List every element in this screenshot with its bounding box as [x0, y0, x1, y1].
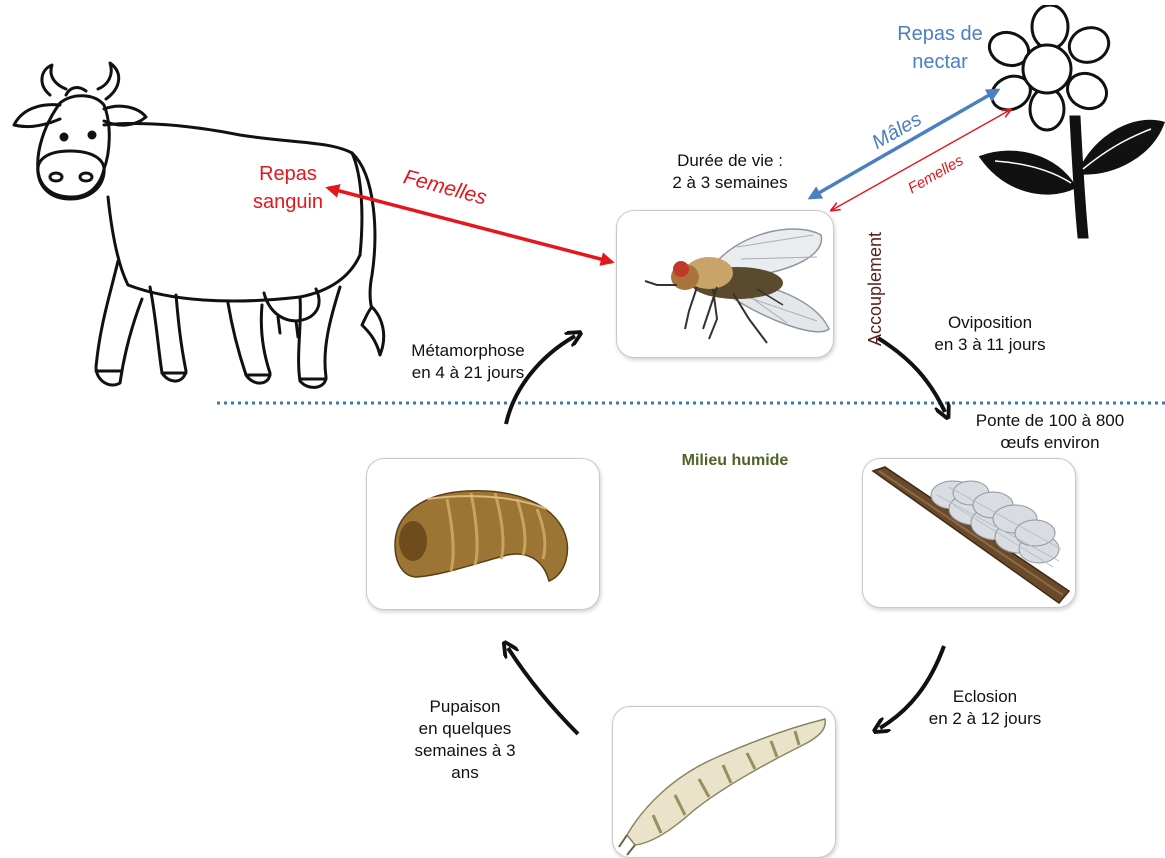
oviposition-label: Oviposition en 3 à 11 jours	[910, 312, 1070, 356]
hatching-label: Eclosion en 2 à 12 jours	[900, 686, 1070, 730]
lifespan-label: Durée de vie : 2 à 3 semaines	[650, 150, 810, 194]
adult-fly-image	[617, 211, 833, 357]
eggs-image	[863, 459, 1075, 607]
pupa-card	[366, 458, 600, 610]
pupa-image	[367, 459, 599, 609]
laying-label: Ponte de 100 à 800 œufs environ	[950, 410, 1150, 454]
metamorphosis-label: Métamorphose en 4 à 21 jours	[378, 340, 558, 384]
wet-environment-label: Milieu humide	[640, 450, 830, 472]
larva-card	[612, 706, 836, 858]
pupation-label: Pupaison en quelques semaines à 3 ans	[400, 696, 530, 784]
adult-fly-card	[616, 210, 834, 358]
blood-meal-label: Repas sanguin	[228, 160, 348, 216]
eggs-card	[862, 458, 1076, 608]
mating-label: Accouplement	[864, 209, 886, 369]
larva-image	[613, 707, 835, 857]
nectar-meal-label: Repas de nectar	[880, 20, 1000, 76]
